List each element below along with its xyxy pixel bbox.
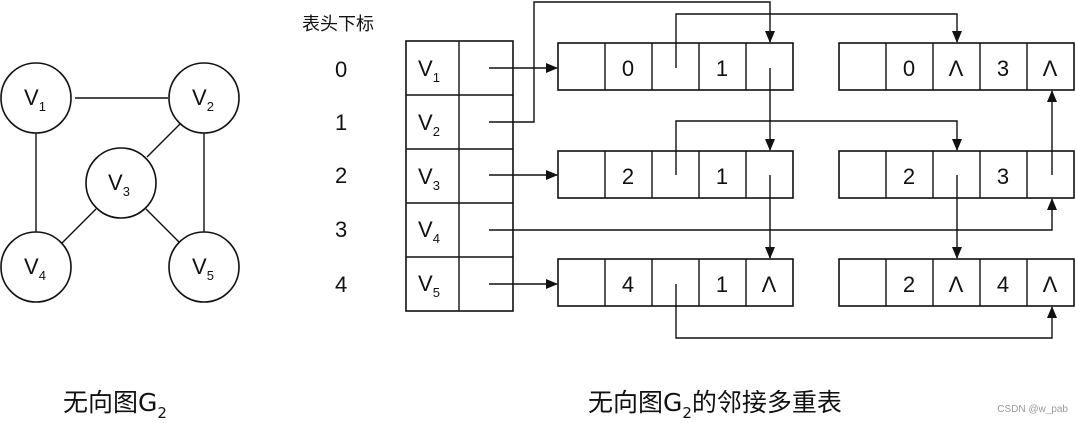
watermark: CSDN @w_pab	[997, 404, 1068, 415]
jvex-cell: 4	[997, 272, 1009, 297]
index-column: 0 1 2 3 4	[335, 57, 347, 297]
ivex-cell: 2	[903, 272, 915, 297]
index-label: 0	[335, 57, 347, 82]
vertex-table-cell: V1	[418, 56, 440, 85]
null-jlink: Λ	[1043, 56, 1058, 81]
arrow-v2-first	[489, 1, 775, 123]
vertex-table-cell: V5	[418, 271, 440, 300]
vertex-label: V2	[192, 85, 214, 114]
ivex-cell: 4	[622, 272, 634, 297]
arrow-e41-ilink	[675, 284, 1057, 339]
jvex-cell: 1	[716, 56, 728, 81]
arrow-e01-ilink	[675, 13, 962, 68]
index-label: 4	[335, 272, 347, 297]
arrow-v4-first	[489, 198, 1057, 231]
index-label: 2	[335, 163, 347, 188]
jvex-cell: 3	[997, 56, 1009, 81]
jvex-cell: 1	[716, 164, 728, 189]
caption-graph: 无向图G2	[63, 388, 167, 422]
vertex-label: V3	[108, 170, 130, 199]
jvex-cell: 1	[716, 272, 728, 297]
pointer-arrows	[489, 1, 1057, 339]
header-label: 表头下标	[302, 14, 374, 35]
edge-node-2-4: 2 Λ 4 Λ	[838, 258, 1075, 307]
vertex-label: V4	[24, 254, 46, 283]
vertex-v3: V3	[85, 147, 157, 219]
jvex-cell: 3	[997, 164, 1009, 189]
ivex-cell: 2	[622, 164, 634, 189]
vertex-label: V5	[192, 254, 214, 283]
edge-node-0-3: 0 Λ 3 Λ	[838, 42, 1075, 91]
null-ilink: Λ	[949, 272, 964, 297]
edge-v3-v4	[61, 208, 97, 244]
graph-g2: V1 V2 V3 V4 V5	[0, 62, 240, 303]
vertex-table-cell: V2	[418, 110, 440, 139]
vertex-v5: V5	[168, 231, 240, 303]
vertex-v4: V4	[0, 231, 72, 303]
null-jlink: Λ	[762, 272, 777, 297]
null-ilink: Λ	[949, 56, 964, 81]
ivex-cell: 0	[903, 56, 915, 81]
vertex-table: V1 V2 V3 V4 V5	[405, 40, 514, 312]
edge-v3-v5	[145, 208, 181, 244]
vertex-label: V1	[24, 85, 46, 114]
ivex-cell: 2	[903, 164, 915, 189]
arrow-e21-ilink	[675, 120, 962, 175]
vertex-v1: V1	[0, 62, 72, 134]
vertex-table-cell: V3	[418, 164, 440, 193]
caption-multilist: 无向图G2的邻接多重表	[588, 388, 842, 422]
index-label: 3	[335, 217, 347, 242]
vertex-v2: V2	[168, 62, 240, 134]
index-label: 1	[335, 110, 347, 135]
null-jlink: Λ	[1043, 272, 1058, 297]
edge-v3-v2	[146, 123, 181, 158]
ivex-cell: 0	[622, 56, 634, 81]
vertex-table-cell: V4	[418, 217, 440, 246]
